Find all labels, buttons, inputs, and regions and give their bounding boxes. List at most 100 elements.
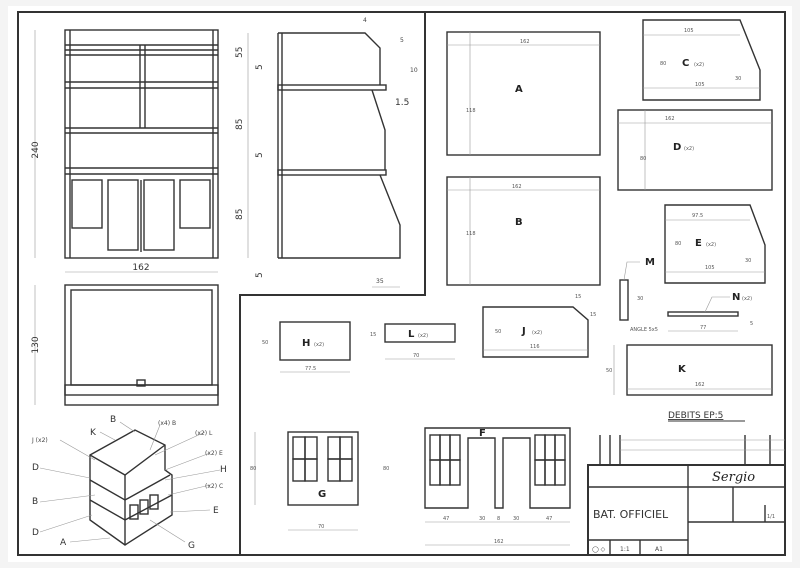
scale-box: 1/1 bbox=[767, 514, 775, 520]
dim: 8 bbox=[497, 516, 500, 522]
piece-label: N bbox=[732, 292, 740, 303]
piece-c: 105 105 80 30 C (x2) bbox=[642, 19, 761, 101]
callout: A bbox=[60, 538, 67, 548]
callout: K bbox=[90, 428, 97, 438]
dim: 97.5 bbox=[692, 213, 703, 219]
callout: (x2) C bbox=[205, 483, 223, 490]
callout: D bbox=[32, 463, 39, 473]
piece-a: 162 118 A bbox=[446, 31, 601, 156]
callout: D bbox=[32, 528, 39, 538]
front-view: 240 162 bbox=[31, 29, 219, 273]
dim: 105 bbox=[695, 82, 705, 88]
sheet-heading: DEBITS EP:5 bbox=[668, 411, 723, 421]
dim: 15 bbox=[370, 332, 376, 338]
callout: B bbox=[110, 415, 116, 425]
dim: 80 bbox=[640, 156, 646, 162]
dim: 4 bbox=[363, 17, 367, 24]
dim: 80 bbox=[675, 241, 681, 247]
piece-label: B bbox=[515, 217, 523, 228]
dim: 105 bbox=[684, 28, 694, 34]
dim: 30 bbox=[745, 258, 751, 264]
callout: H bbox=[220, 465, 227, 475]
author-name: Sergio bbox=[712, 470, 755, 485]
dim-width: 162 bbox=[132, 263, 149, 273]
side-view: 55 5 85 5 85 5 4 5 10 1.5 35 bbox=[235, 17, 418, 288]
piece-label: D bbox=[673, 142, 681, 153]
dim: 50 bbox=[495, 329, 501, 335]
piece-f: 47 30 8 30 47 162 80 F bbox=[383, 427, 571, 546]
dim: 162 bbox=[494, 539, 504, 545]
piece-label: F bbox=[479, 428, 486, 439]
piece-label: E bbox=[695, 238, 702, 249]
sheet-border bbox=[17, 11, 786, 556]
dim: 105 bbox=[705, 265, 715, 271]
dim: 162 bbox=[512, 184, 522, 190]
dim: 35 bbox=[376, 278, 384, 285]
dim-height-lower: 130 bbox=[31, 336, 41, 353]
piece-d: 162 80 D (x2) bbox=[617, 109, 773, 191]
title-block: Sergio BAT. OFFICIEL ◯ ◇ 1:1 A1 1/1 bbox=[587, 435, 786, 556]
dim: 5 bbox=[750, 321, 753, 327]
quantity: (x2) bbox=[706, 242, 716, 248]
piece-label: H bbox=[302, 338, 310, 349]
drawing-title: BAT. OFFICIEL bbox=[593, 508, 669, 521]
callout: (x2) L bbox=[195, 430, 213, 437]
piece-l: 70 15 L (x2) bbox=[370, 323, 456, 360]
dim: 118 bbox=[466, 231, 476, 237]
dim: 30 bbox=[513, 516, 519, 522]
dim: 162 bbox=[695, 382, 705, 388]
sheet-format: A1 bbox=[655, 546, 663, 553]
piece-label: C bbox=[682, 58, 689, 69]
dim: 50 bbox=[262, 340, 268, 346]
dim: 162 bbox=[665, 116, 675, 122]
dim: 118 bbox=[466, 108, 476, 114]
callout: G bbox=[188, 541, 195, 551]
note: ANGLE 5x5 bbox=[630, 327, 658, 333]
dim: 162 bbox=[520, 39, 530, 45]
piece-label: A bbox=[515, 84, 523, 95]
projection-symbol: ◯ ◇ bbox=[592, 546, 606, 553]
scale: 1:1 bbox=[620, 546, 630, 553]
region-divider bbox=[239, 12, 426, 555]
dim: 85 bbox=[235, 119, 245, 130]
callout: (x4) B bbox=[158, 420, 176, 427]
piece-label: J bbox=[521, 326, 526, 337]
piece-k: 162 50 K bbox=[606, 344, 773, 396]
callout: E bbox=[213, 506, 219, 516]
isometric-view: J (x2) D B D A B K (x4) B (x2) L (x2) E … bbox=[31, 415, 227, 551]
dim: 77 bbox=[700, 325, 706, 331]
lower-view: 130 bbox=[31, 284, 219, 406]
piece-label: G bbox=[318, 489, 326, 500]
piece-label: L bbox=[408, 329, 415, 340]
dim: 30 bbox=[637, 296, 643, 302]
quantity: (x2) bbox=[532, 330, 542, 336]
callout: B bbox=[32, 497, 38, 507]
dim: 5 bbox=[255, 272, 265, 278]
dim: 47 bbox=[546, 516, 552, 522]
piece-label: M bbox=[645, 257, 655, 268]
dim-height: 240 bbox=[31, 141, 41, 158]
dim: 1.5 bbox=[395, 98, 409, 108]
dim: 80 bbox=[250, 466, 256, 472]
dim: 47 bbox=[443, 516, 449, 522]
quantity: (x2) bbox=[694, 62, 704, 68]
dim: 5 bbox=[400, 37, 404, 44]
dim: 116 bbox=[530, 344, 540, 350]
piece-h: 77.5 50 H (x2) bbox=[262, 321, 351, 373]
callout: (x2) E bbox=[205, 450, 223, 457]
piece-m: M 30 ANGLE 5x5 bbox=[619, 257, 658, 333]
dim: 50 bbox=[606, 368, 612, 374]
quantity: (x2) bbox=[742, 296, 752, 302]
dim: 80 bbox=[660, 61, 666, 67]
piece-label: K bbox=[678, 364, 687, 375]
dim: 30 bbox=[479, 516, 485, 522]
dim: 5 bbox=[255, 152, 265, 158]
callout: J (x2) bbox=[31, 437, 48, 444]
dim: 85 bbox=[235, 209, 245, 220]
dim: 30 bbox=[735, 76, 741, 82]
dim: 5 bbox=[255, 64, 265, 70]
dim: 15 bbox=[575, 294, 581, 300]
dim: 70 bbox=[413, 353, 419, 359]
quantity: (x2) bbox=[418, 333, 428, 339]
quantity: (x2) bbox=[684, 146, 694, 152]
